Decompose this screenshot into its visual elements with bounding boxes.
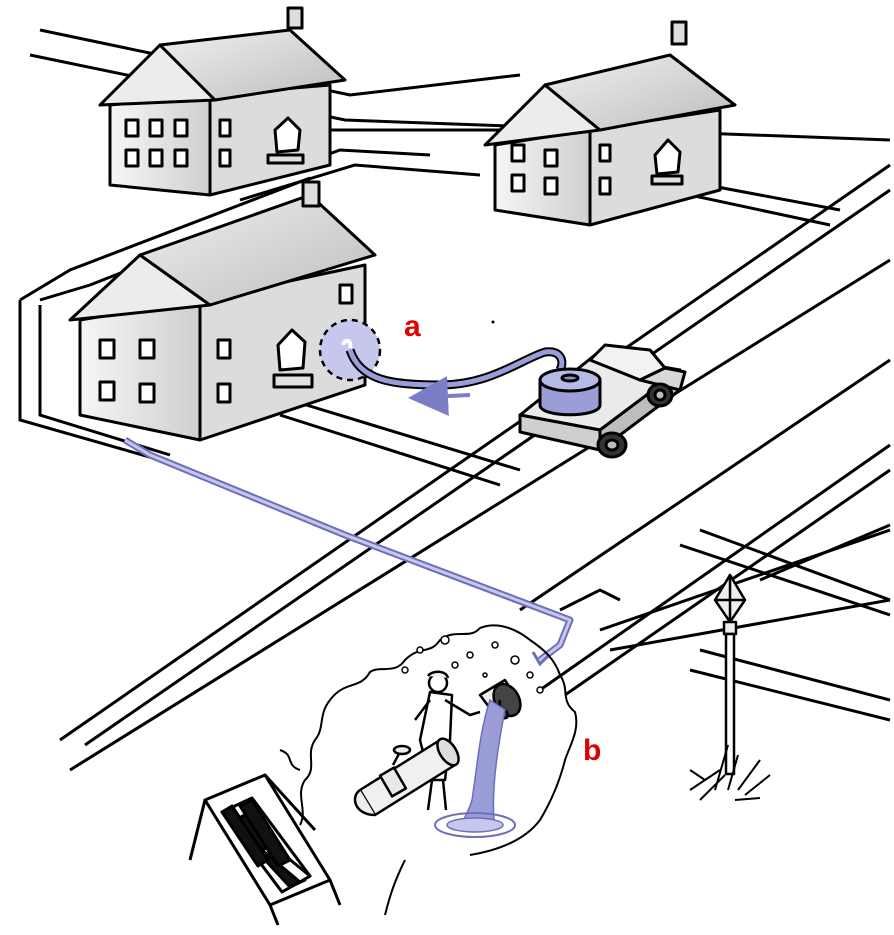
flow-arrow-icon [408,376,471,417]
house-front [68,180,377,442]
house-top-right [483,20,737,227]
barricade-icon [188,773,342,926]
water-main-pipe-icon [353,737,460,817]
dot [491,320,495,324]
label-a: a [404,310,421,343]
pickup-truck-icon [518,343,687,459]
hose [345,347,567,417]
flow-path [123,436,574,667]
excavation-icon [279,624,578,916]
rubble [401,635,544,694]
flow-arrow-down-icon [531,651,551,667]
valve-icon [378,744,412,798]
water-tank-icon [538,367,602,417]
label-b: b [583,734,602,767]
grass-tuft-icon [689,744,771,801]
street-marker-icon [713,573,747,776]
house-top-left [98,6,347,197]
water-discharge [434,698,516,838]
